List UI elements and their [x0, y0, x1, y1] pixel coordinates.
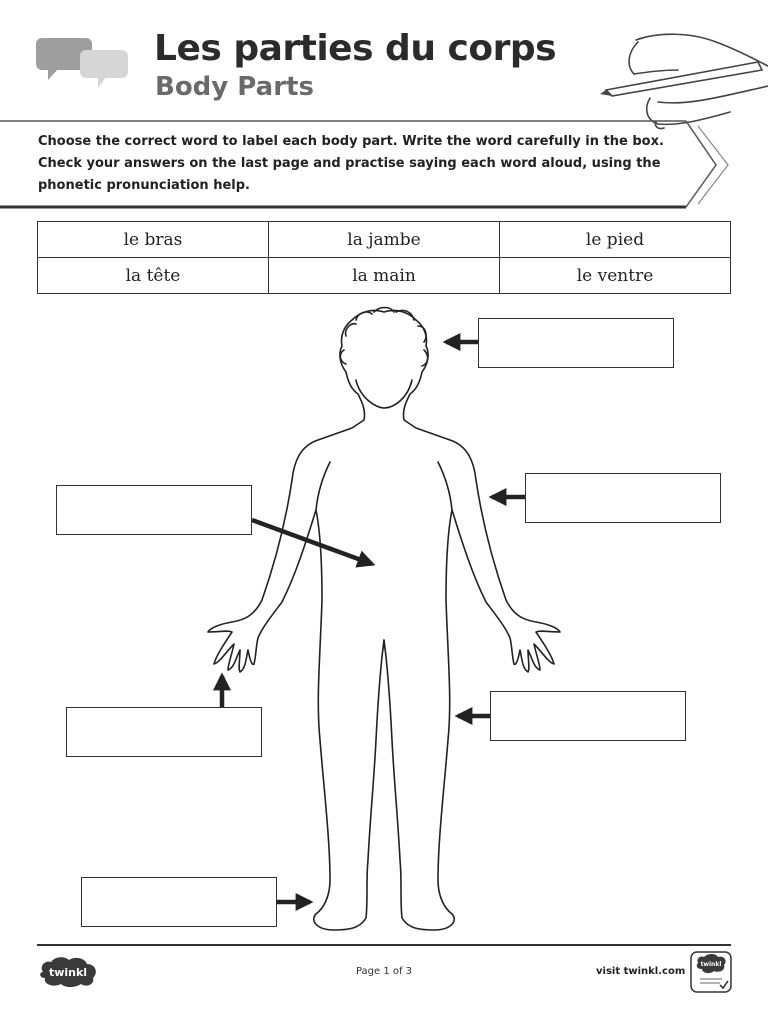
arrow-belly-label — [251, 517, 376, 568]
word-bank-row: la tête la main le ventre — [37, 257, 731, 294]
footer-divider — [37, 944, 731, 946]
head-outline — [207, 309, 561, 931]
label-box-leg[interactable] — [490, 691, 686, 741]
label-box-hand[interactable] — [66, 707, 262, 757]
word-bank-table: le bras la jambe le pied la tête la main… — [37, 221, 731, 294]
page-subtitle: Body Parts — [155, 72, 314, 102]
label-box-belly[interactable] — [56, 485, 252, 535]
word-bank-cell: le bras — [37, 221, 269, 258]
site-link[interactable]: visit twinkl.com — [596, 966, 686, 977]
twinkl-logo: twinkl — [40, 957, 96, 987]
label-box-foot[interactable] — [81, 877, 277, 927]
instructions-text: Choose the correct word to label each bo… — [38, 134, 664, 193]
word-bank-row: le bras la jambe le pied — [37, 221, 731, 258]
word-bank-cell: la main — [268, 257, 500, 294]
quality-badge-icon: twinkl — [690, 951, 732, 993]
logo-text: twinkl — [49, 966, 87, 979]
word-bank-cell: la jambe — [268, 221, 500, 258]
page-title: Les parties du corps — [154, 28, 557, 69]
speech-bubbles-icon — [36, 38, 128, 88]
word-bank-cell: le ventre — [499, 257, 731, 294]
page-number: Page 1 of 3 — [355, 966, 413, 977]
pencil-hand-icon — [600, 33, 768, 130]
label-box-head[interactable] — [478, 318, 674, 368]
badge-text: twinkl — [701, 961, 722, 968]
instruction-band — [0, 120, 729, 209]
word-bank-cell: le pied — [499, 221, 731, 258]
word-bank-cell: la tête — [37, 257, 269, 294]
body-outline-illustration — [207, 306, 561, 931]
label-box-arm[interactable] — [525, 473, 721, 523]
